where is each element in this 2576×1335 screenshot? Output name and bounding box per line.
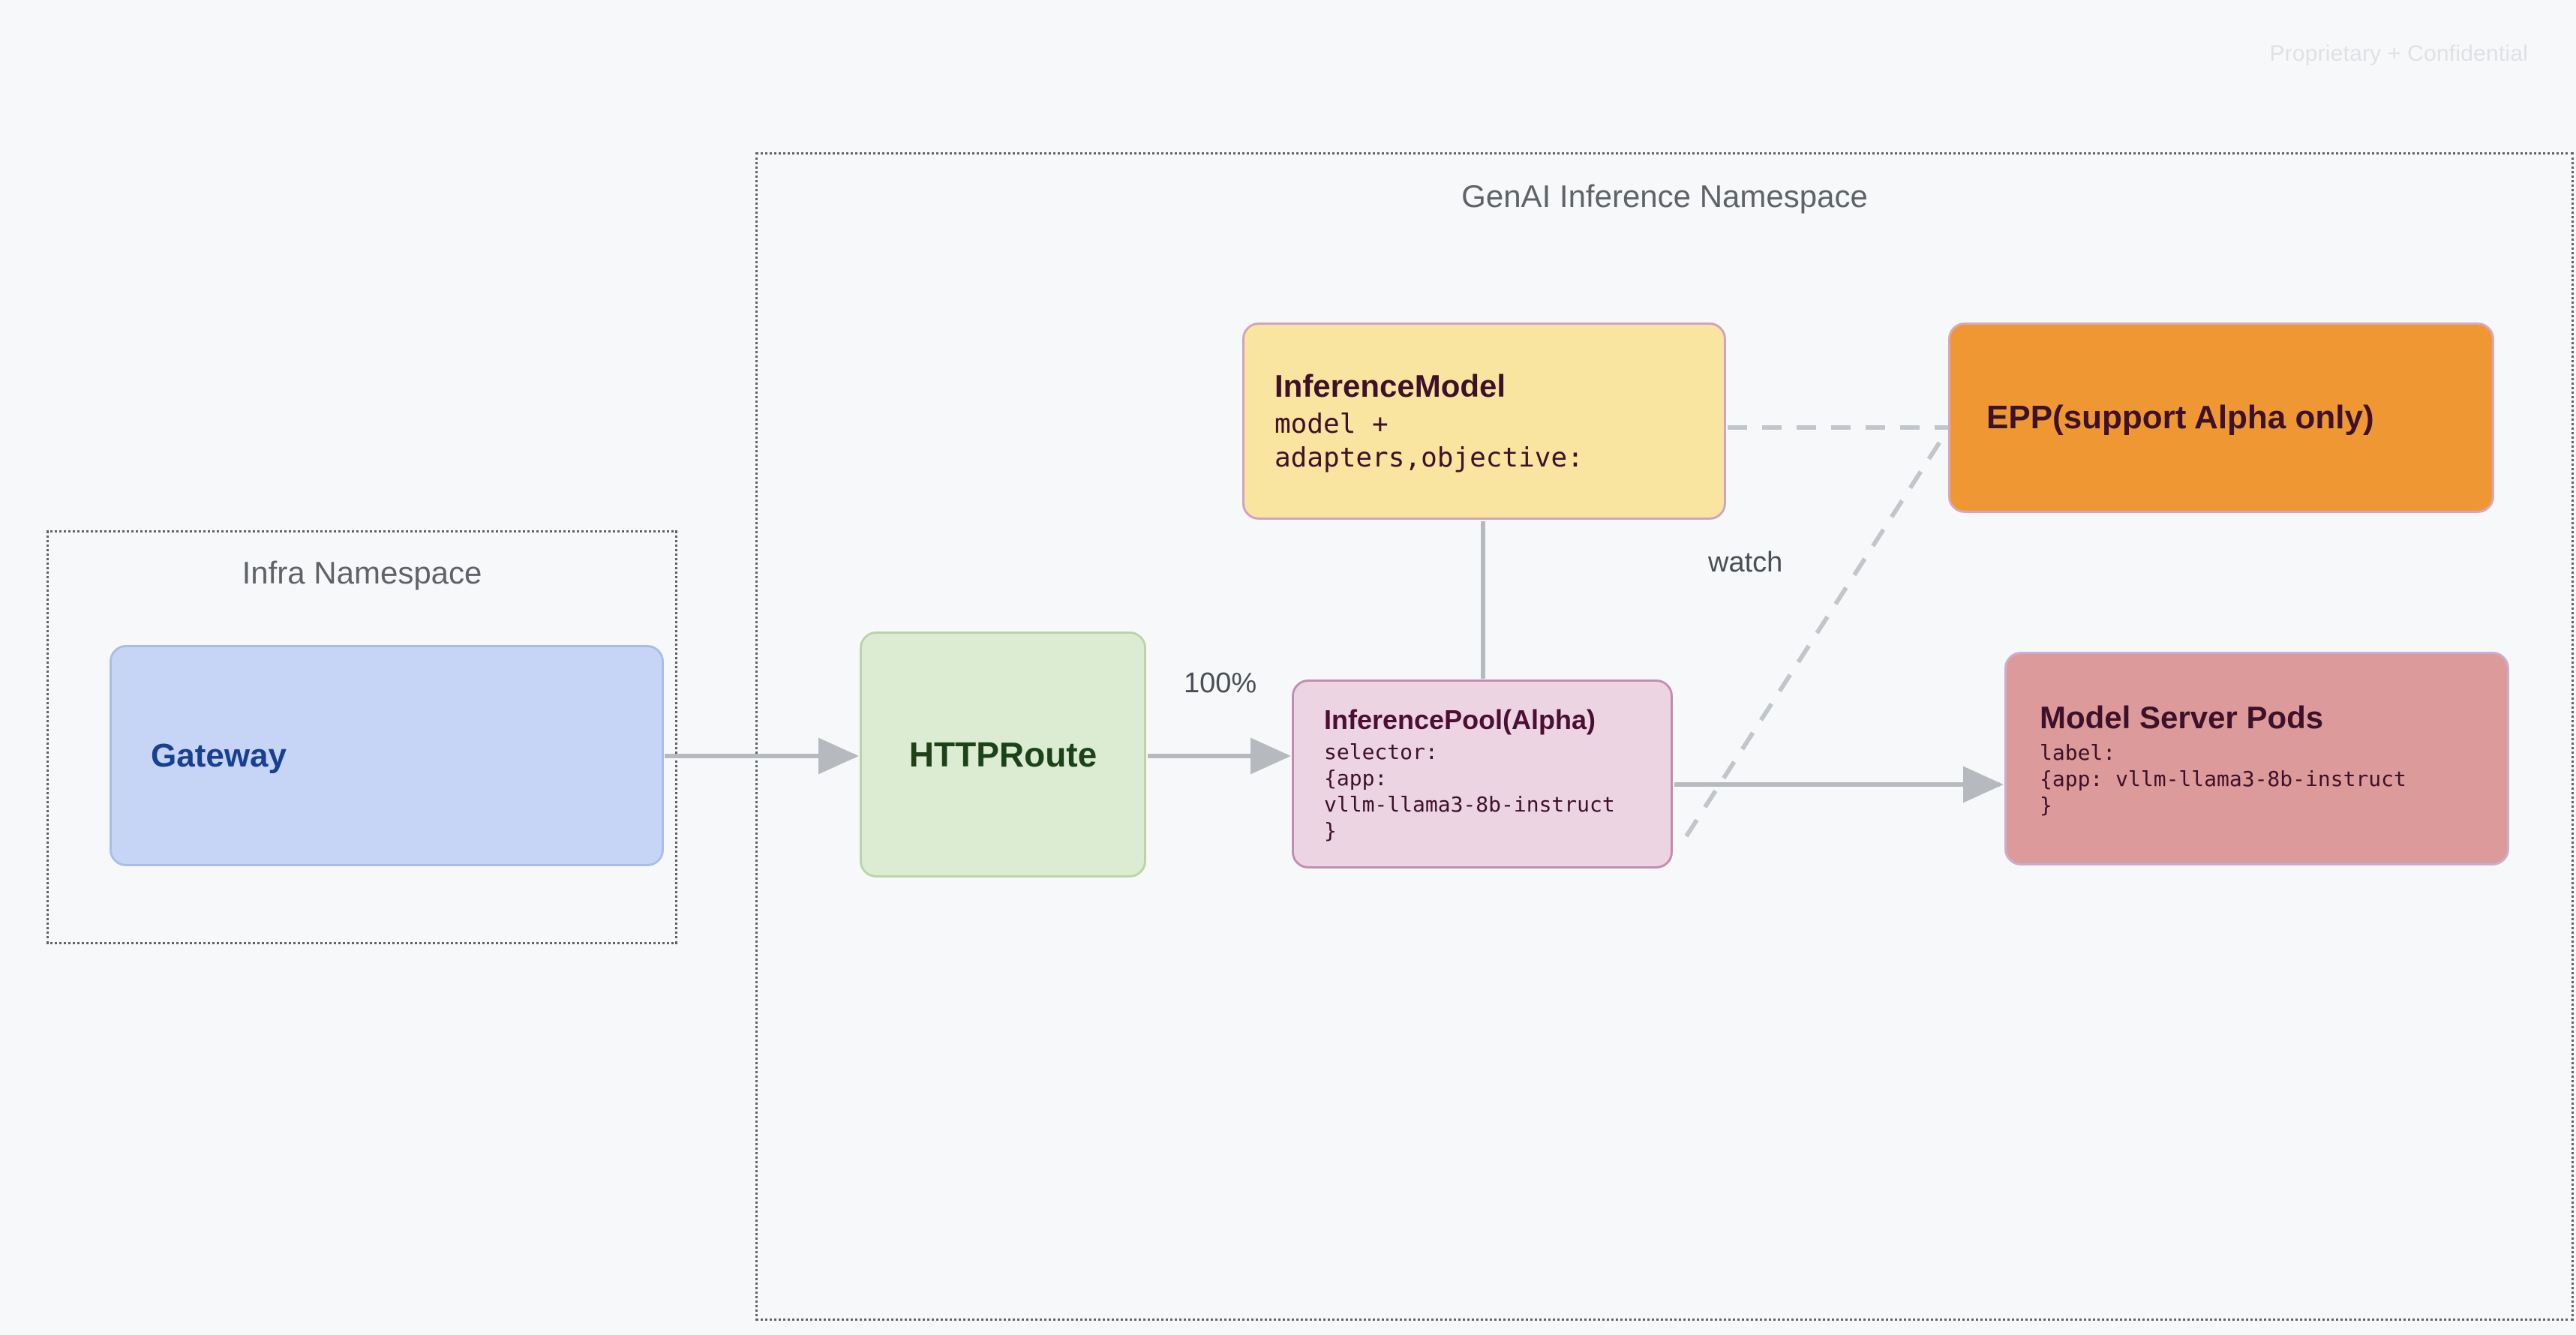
node-inference-model-spec: model + adapters,objective: [1274,409,1584,474]
node-inference-pool[interactable]: InferencePool(Alpha) selector: {app: vll… [1292,680,1673,868]
node-inference-pool-title: InferencePool(Alpha) [1324,704,1596,736]
namespace-title-infra: Infra Namespace [242,555,482,590]
node-httproute-title: HTTPRoute [908,734,1097,774]
node-httproute[interactable]: HTTPRoute [860,632,1146,878]
edge-label-traffic-weight: 100% [1184,668,1257,699]
node-gateway-title: Gateway [151,736,287,774]
node-inference-pool-spec: selector: {app: vllm-llama3-8b-instruct … [1324,739,1615,843]
node-model-server-pods[interactable]: Model Server Pods label: {app: vllm-llam… [2004,652,2509,866]
node-epp[interactable]: EPP(support Alpha only) [1948,322,2494,513]
node-inference-model[interactable]: InferenceModel model + adapters,objectiv… [1242,322,1726,520]
node-model-server-pods-spec: label: {app: vllm-llama3-8b-instruct } [2040,740,2406,818]
namespace-title-genai: GenAI Inference Namespace [1461,178,1868,214]
edge-label-watch: watch [1708,547,1783,578]
node-gateway[interactable]: Gateway [110,645,664,866]
node-inference-model-title: InferenceModel [1274,368,1506,404]
namespace-container-infra [47,530,677,944]
namespace-container-genai [755,152,2574,1321]
node-epp-title: EPP(support Alpha only) [1986,399,2374,436]
node-model-server-pods-title: Model Server Pods [2040,700,2324,736]
confidentiality-watermark: Proprietary + Confidential [2269,41,2528,66]
